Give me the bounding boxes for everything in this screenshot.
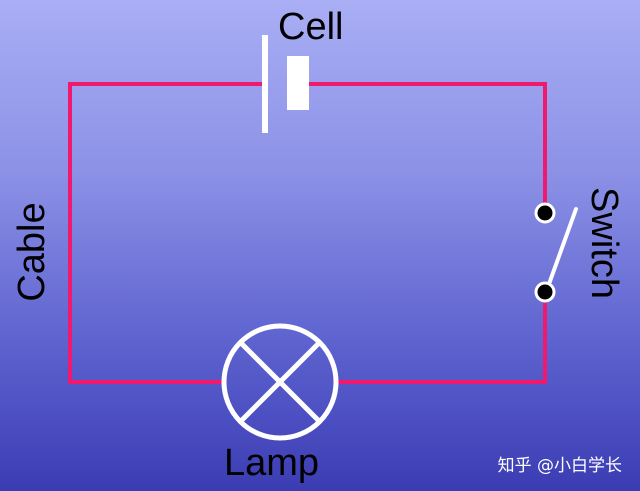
watermark: 知乎 @小白学长	[497, 456, 622, 476]
cell-symbol	[262, 35, 309, 133]
wire-top-right	[304, 82, 547, 207]
switch-lever	[547, 207, 578, 286]
cable-label: Cable	[11, 202, 53, 302]
wire-bottom-right	[336, 298, 547, 384]
switch-symbol	[534, 202, 578, 303]
switch-top-terminal	[534, 202, 556, 224]
cell-label: Cell	[278, 6, 344, 48]
lamp-label: Lamp	[224, 442, 320, 484]
lamp-circle	[221, 323, 339, 441]
circuit-wires	[68, 82, 547, 384]
switch-bottom-terminal	[534, 281, 556, 303]
wire-top-left	[68, 82, 267, 384]
lamp-symbol	[221, 323, 339, 441]
switch-label: Switch	[583, 187, 625, 299]
cell-long-plate	[262, 35, 268, 133]
lamp-cross-b	[238, 340, 322, 424]
cell-short-plate	[287, 56, 309, 110]
